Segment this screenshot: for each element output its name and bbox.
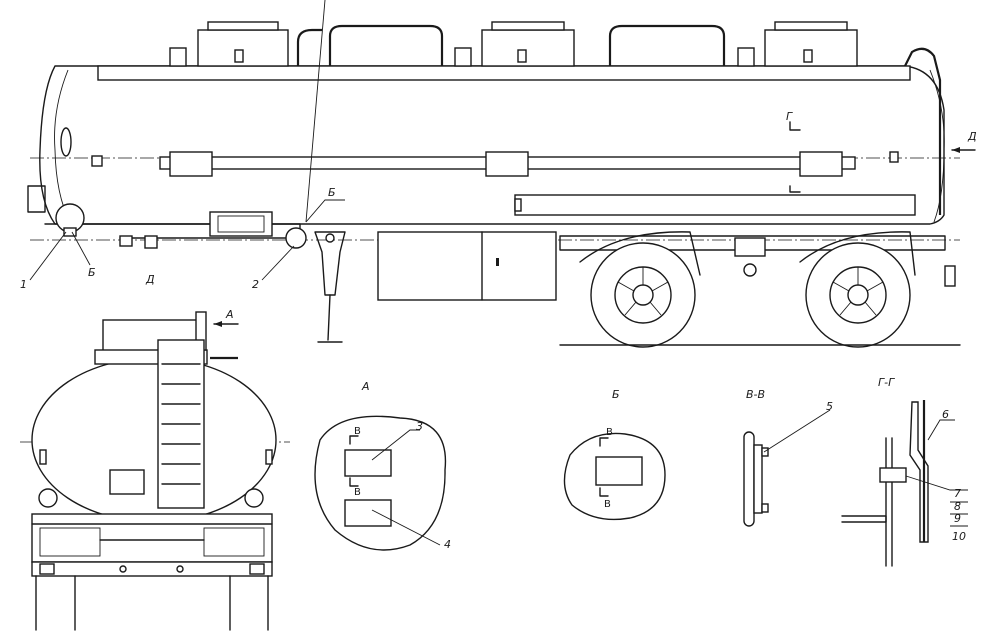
hatch-middle [454,21,575,67]
callout-4: 4 [444,538,451,551]
hatch-front [169,21,289,67]
cut-b-bottom [599,487,609,497]
leader-7 [905,475,968,491]
vv-plate [743,431,755,527]
callout-6: 6 [942,408,949,421]
cut-b-bottom-label: В [604,499,611,510]
gg-plate [909,401,929,543]
callout-8: 8 [954,500,961,513]
leader-3 [371,429,420,461]
equipment-cabinet [377,231,557,301]
leader-b-right [305,0,326,223]
wheel-rear [805,242,911,348]
cut-a-bottom-label: В [354,487,361,498]
landing-gear [314,231,346,343]
ladder [157,339,205,509]
detail-b-title: Б [612,388,620,401]
view-d-arrow-label: Д [967,130,977,143]
leader-2 [261,245,295,281]
rear-bumper [31,513,273,577]
section-vv-title: В-В [746,388,765,401]
tank-cross-section [31,357,277,523]
callout-10: 10 [952,530,966,543]
view-d-label: Д [145,273,155,286]
detail-a-plate-bottom [344,499,392,527]
detail-a-outline [314,415,447,551]
cut-b-top-label: В [606,427,613,438]
leader-1 [29,231,67,281]
rear-roller-right [244,488,264,508]
wheel-front [590,242,696,348]
rear-head-line [929,69,945,223]
cut-a-top [349,435,359,445]
leader-4 [371,509,441,546]
section-marker-g-bottom [789,185,801,193]
detail-b-outline [563,432,666,521]
rear-plate [109,469,145,495]
lower-pipe [514,194,916,216]
callout-9: 9 [954,512,961,525]
section-marker-g-top [789,121,801,131]
fenders [579,231,916,276]
handrail-2 [608,24,726,66]
callout-b-left: Б [88,266,96,279]
detail-a-title: А [361,380,370,393]
rear-view: А [20,308,290,631]
callout-3: 3 [416,420,423,433]
front-head-line [54,69,71,223]
callout-b-right: Б [328,186,336,199]
callout-2: 2 [252,278,259,291]
detail-b-plate [595,456,643,486]
callout-7: 7 [954,487,961,500]
rear-light [944,265,956,287]
vv-pad [753,444,763,514]
top-walkway [97,65,911,81]
suspension-frame [559,235,946,251]
hatch-rear [737,21,858,67]
gg-bracket-horizontal [841,515,887,523]
detail-a: А В В 3 4 [314,380,451,551]
section-g-label: Г [786,110,793,123]
section-gg: Г-Г 6 7 8 9 10 [841,376,968,567]
rear-roller-left [38,488,58,508]
rear-roller [285,227,307,249]
leader-5 [763,409,831,453]
handrail-1a [296,28,322,66]
detail-b: Б В В [563,388,666,521]
suspension-bracket [734,237,766,257]
section-vv: В-В 5 [743,388,833,527]
callout-5: 5 [826,400,833,413]
leader-6 [927,419,955,441]
side-pipe [159,151,856,177]
cut-b-top [599,437,609,447]
front-valve [60,127,72,157]
view-a-arrow-label: А [225,308,234,321]
leader-b-left [71,231,91,266]
callout-1: 1 [20,278,27,291]
cut-a-top-label: В [354,426,361,437]
section-gg-title: Г-Г [878,376,895,389]
side-view: Г Д 1 Б Д 2 Б [20,0,977,348]
rear-pipe [904,47,942,215]
kingpin-plate [27,185,46,213]
handrail-1 [328,24,444,66]
tank-body [39,65,945,225]
gg-bolt [879,467,907,483]
detail-a-plate-top [344,449,392,477]
cut-a-bottom [349,477,359,487]
